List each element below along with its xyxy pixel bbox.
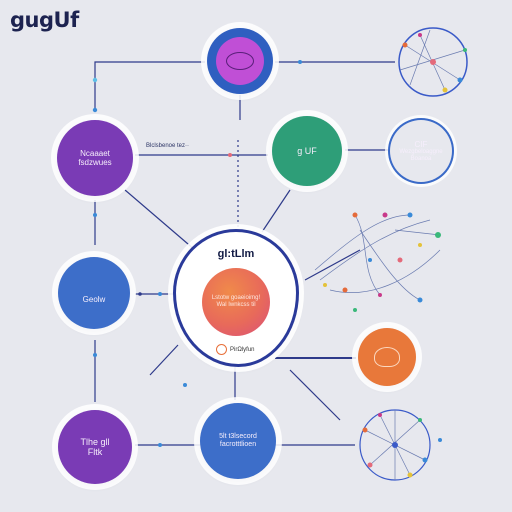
hub-core: Lstotw goaeioimg! Wal Iwnkcss til bbox=[202, 268, 270, 336]
network-cluster-top-right bbox=[398, 27, 468, 97]
connector-top-left bbox=[94, 61, 205, 110]
node-right-line2: Boanoa bbox=[410, 155, 432, 162]
node-bottom-purple[interactable]: Tlhe gll Fltk bbox=[58, 410, 132, 484]
connector-hub-topleft bbox=[149, 344, 179, 376]
node-left-blue[interactable]: Geolw bbox=[58, 257, 130, 329]
app-title: gugUf bbox=[10, 8, 79, 32]
eye-icon bbox=[226, 52, 254, 70]
central-hub[interactable]: gl:tLlm Lstotw goaeioimg! Wal Iwnkcss ti… bbox=[176, 232, 296, 364]
node-orange[interactable] bbox=[358, 328, 416, 386]
magenta-core bbox=[216, 37, 264, 85]
hub-footer-text: PirΩlyfun bbox=[230, 346, 255, 353]
connector-hub-bottomright bbox=[289, 369, 341, 421]
node-right-title: CIF bbox=[414, 139, 428, 149]
connector-purple-hub bbox=[124, 189, 196, 251]
node-bottom-blue[interactable]: 5lt t3lsecord facrotttlioen bbox=[200, 403, 276, 479]
node-top-magenta[interactable] bbox=[207, 28, 273, 94]
network-cluster-middle-right bbox=[314, 212, 441, 312]
connector-hub-network bbox=[304, 249, 361, 281]
hub-title: gl:tLlm bbox=[217, 248, 255, 260]
node-green[interactable]: ɡ UF bbox=[272, 116, 342, 186]
node-left-blue-label: Geolw bbox=[82, 295, 106, 305]
network-cluster-bottom-right bbox=[359, 409, 442, 481]
node-left-purple-label: Ncaaaet fsdzwues bbox=[78, 148, 112, 167]
hub-core-text: Lstotw goaeioimg! Wal Iwnkcss til bbox=[211, 294, 261, 308]
node-bottom-purple-label: Tlhe gll Fltk bbox=[80, 436, 110, 457]
node-right-line1: Wezgbeloaggne bbox=[399, 148, 443, 155]
connector-green-hub bbox=[261, 189, 291, 233]
label-between-purple-green: Blclsbenoe tez·· bbox=[146, 143, 190, 149]
hub-footer: PirΩlyfun bbox=[216, 344, 255, 355]
node-bottom-blue-label: 5lt t3lsecord facrotttlioen bbox=[219, 432, 257, 448]
node-green-label: ɡ UF bbox=[297, 145, 317, 156]
hub-logo-icon bbox=[216, 344, 227, 355]
orange-glyph-icon bbox=[374, 347, 400, 367]
node-left-purple[interactable]: Ncaaaet fsdzwues bbox=[57, 120, 133, 196]
node-right-circle[interactable]: CIF Wezgbeloaggne Boanoa bbox=[390, 120, 452, 182]
node-right-text: CIF Wezgbeloaggne Boanoa bbox=[399, 140, 442, 163]
